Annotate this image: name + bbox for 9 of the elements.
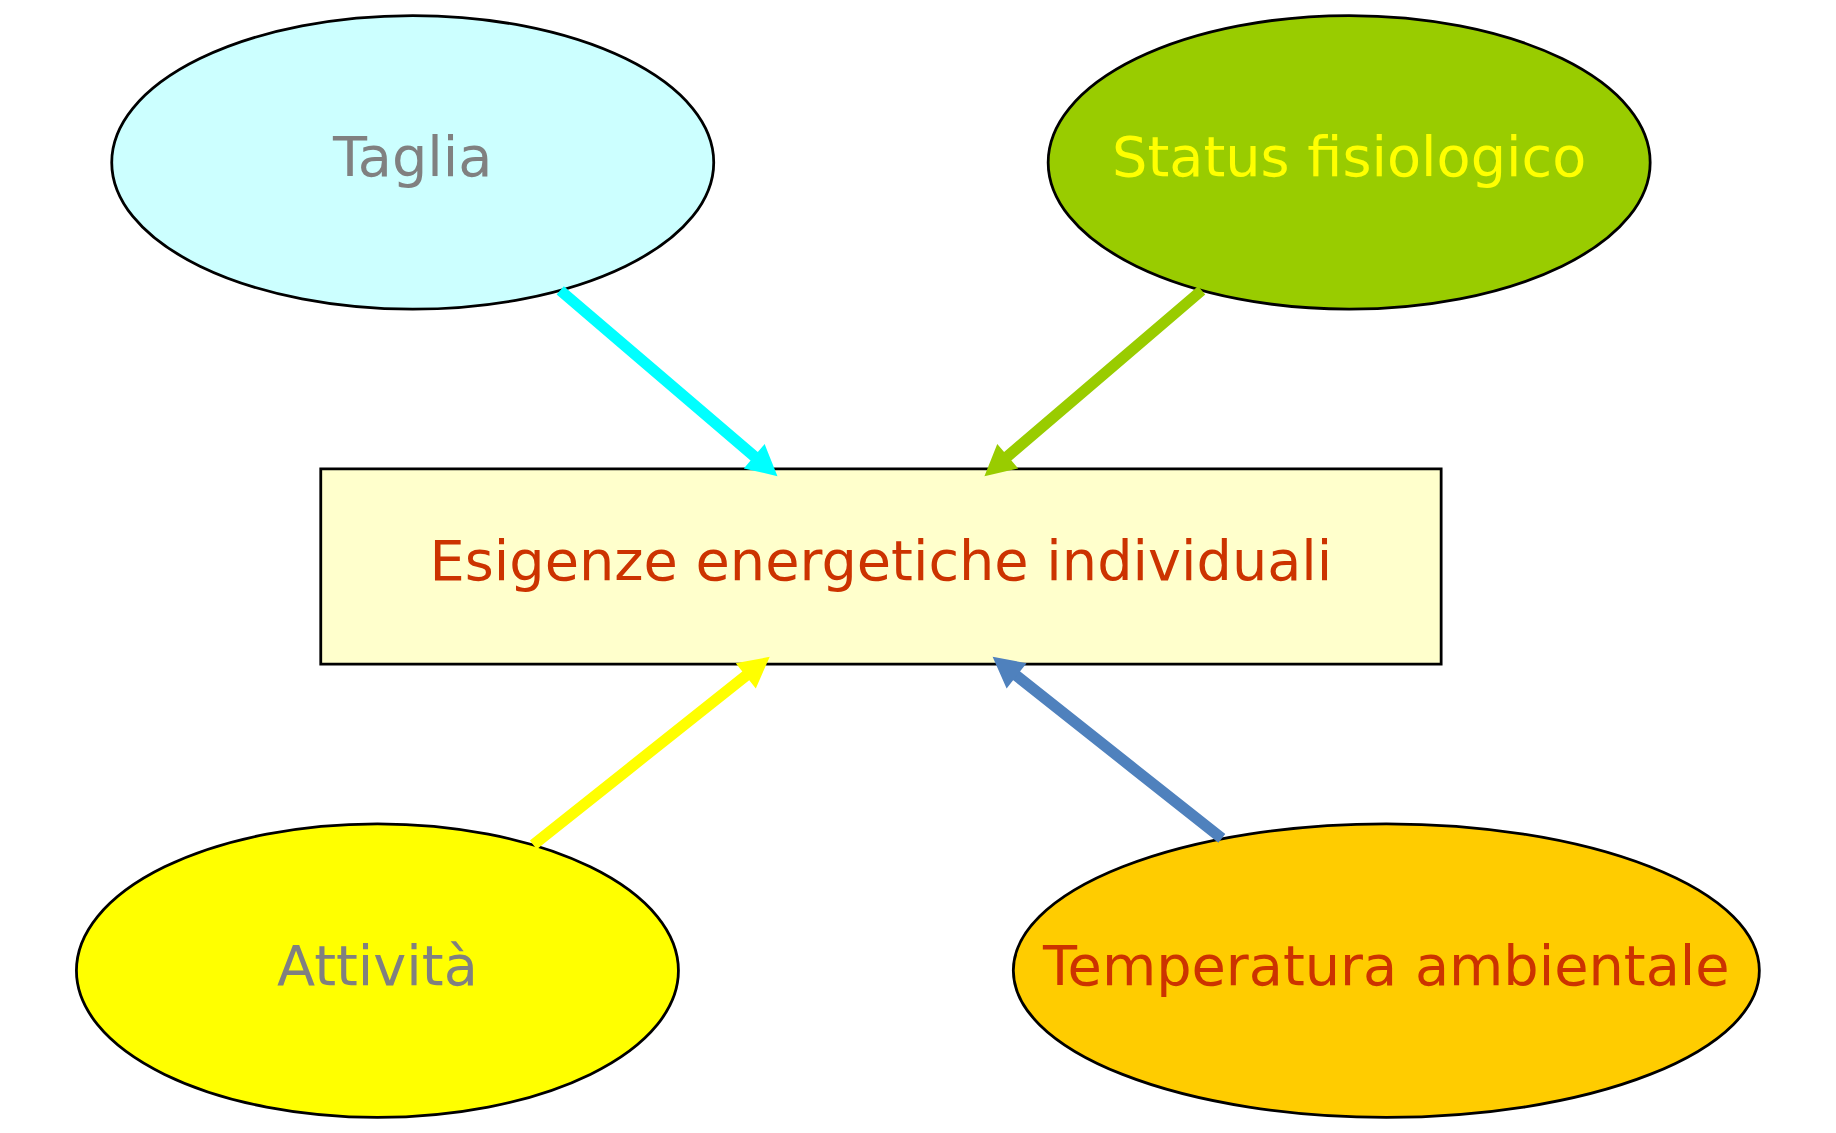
arrow xyxy=(992,656,1226,843)
node-ellipse: Temperatura ambientale xyxy=(1011,822,1761,1119)
arrow xyxy=(529,656,770,850)
node-ellipse: Status fisiologico xyxy=(1046,14,1652,311)
node-ellipse: Attività xyxy=(75,822,680,1119)
node-ellipse: Taglia xyxy=(110,14,716,311)
arrow xyxy=(556,286,778,477)
node-box: Esigenze energetiche individuali xyxy=(319,467,1443,666)
arrow xyxy=(984,286,1206,477)
